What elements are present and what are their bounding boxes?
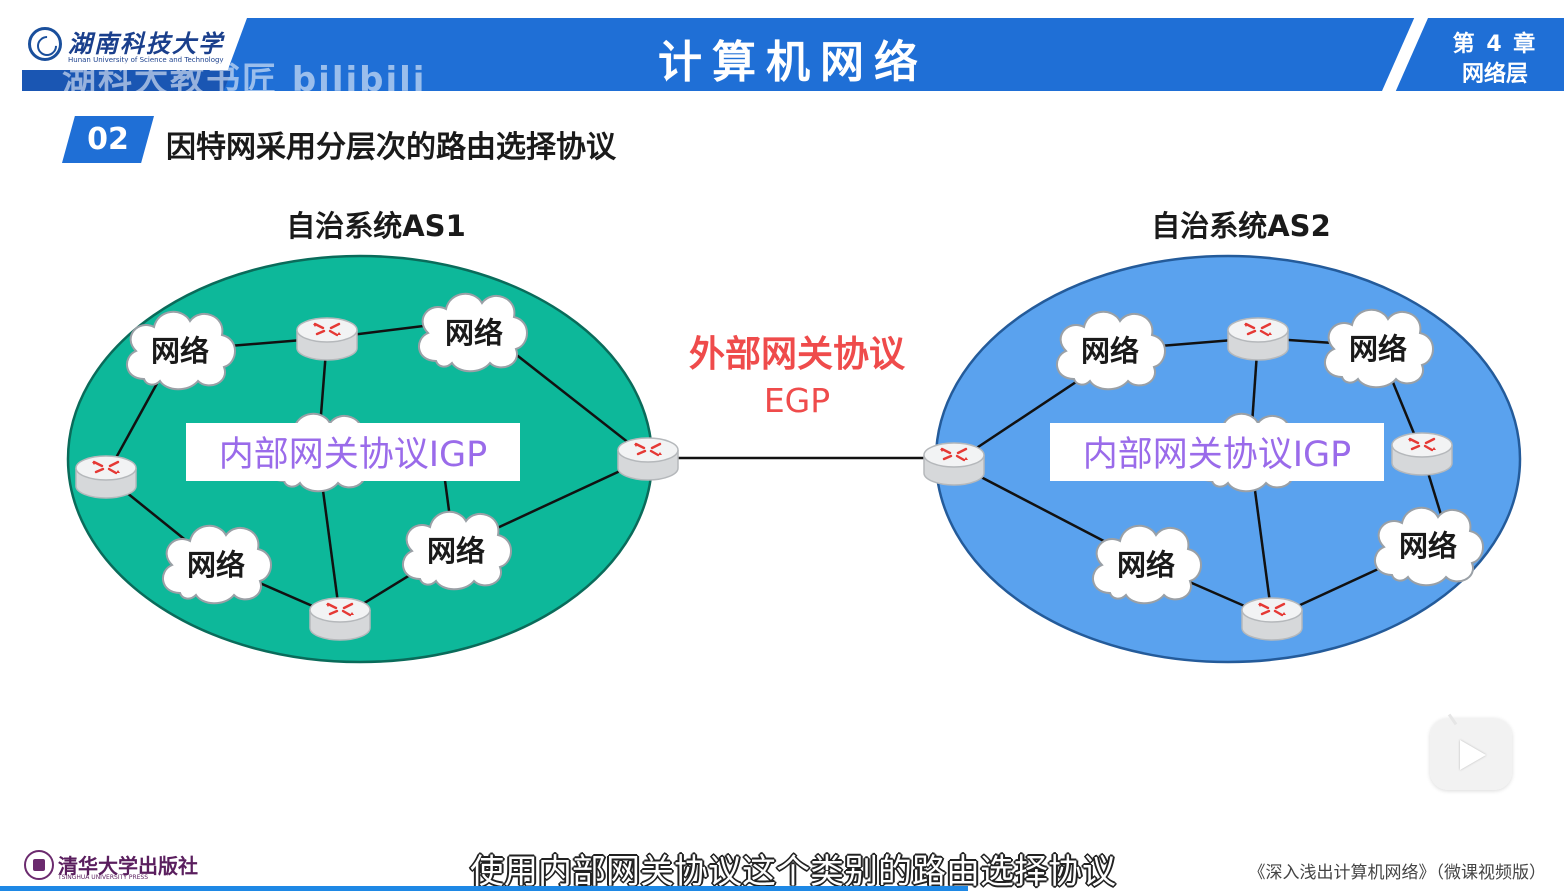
- university-name: 湖南科技大学: [68, 29, 224, 58]
- as2-igp-box: [1050, 423, 1384, 481]
- course-title: 计算机网络: [658, 37, 928, 88]
- video-watermark: 湖科大教书匠 bilibili: [62, 60, 427, 100]
- as2-igp-label: 内部网关协议IGP: [1083, 435, 1352, 475]
- video-progress-bar[interactable]: [0, 886, 968, 891]
- as2-router-top: [1226, 316, 1290, 362]
- as1-router-bottom: [308, 596, 372, 642]
- as1-igp-box: [186, 423, 520, 481]
- logo-band: [22, 70, 232, 91]
- egp-label: 外部网关协议: [689, 334, 906, 375]
- university-logo-block: 湖南科技大学 Hunan University of Science and T…: [22, 18, 247, 91]
- as2-network-label: 网络: [1117, 548, 1175, 582]
- university-name-en: Hunan University of Science and Technolo…: [68, 56, 224, 64]
- section-title: 因特网采用分层次的路由选择协议: [166, 130, 616, 165]
- as1-network-label: 网络: [187, 548, 245, 582]
- as1-network-label: 网络: [445, 316, 503, 350]
- as1-router-left: [74, 454, 138, 500]
- as1-router-border: [616, 436, 680, 482]
- as1-network-label: 网络: [427, 534, 485, 568]
- section-number: 02: [62, 116, 154, 163]
- as2-network-label: 网络: [1081, 334, 1139, 368]
- as1-network-label: 网络: [151, 334, 209, 368]
- chapter-number: 第 4 章: [1452, 32, 1538, 57]
- publisher-name-en: TSINGHUA UNIVERSITY PRESS: [58, 874, 149, 881]
- play-icon: [1460, 740, 1486, 770]
- publisher-name: 清华大学出版社: [58, 854, 198, 878]
- book-title: 《深入浅出计算机网络》（微课视频版）: [1248, 863, 1547, 883]
- play-button[interactable]: [1430, 718, 1512, 790]
- header-bar: [22, 18, 1564, 91]
- as1-router-top: [295, 316, 359, 362]
- chapter-name: 网络层: [1461, 62, 1528, 87]
- slide: 湖南科技大学 Hunan University of Science and T…: [0, 18, 1564, 892]
- video-subtitle: 使用内部网关协议这个类别的路由选择协议: [470, 852, 1116, 892]
- as2-router-right: [1390, 431, 1454, 477]
- egp-acronym: EGP: [764, 381, 830, 420]
- as2-network-label: 网络: [1349, 332, 1407, 366]
- as2-router-border: [922, 441, 986, 487]
- as1-label: 自治系统AS1: [286, 209, 466, 243]
- publisher-logo-icon: [24, 850, 54, 880]
- university-emblem-icon: [28, 27, 62, 61]
- as1-igp-label: 内部网关协议IGP: [219, 435, 488, 475]
- routing-diagram: 自治系统AS1 自治系统AS2 外部网关协议 EGP: [66, 209, 1522, 664]
- as2-network-label: 网络: [1399, 529, 1457, 563]
- as2-router-bottom: [1240, 596, 1304, 642]
- as2-label: 自治系统AS2: [1151, 209, 1331, 243]
